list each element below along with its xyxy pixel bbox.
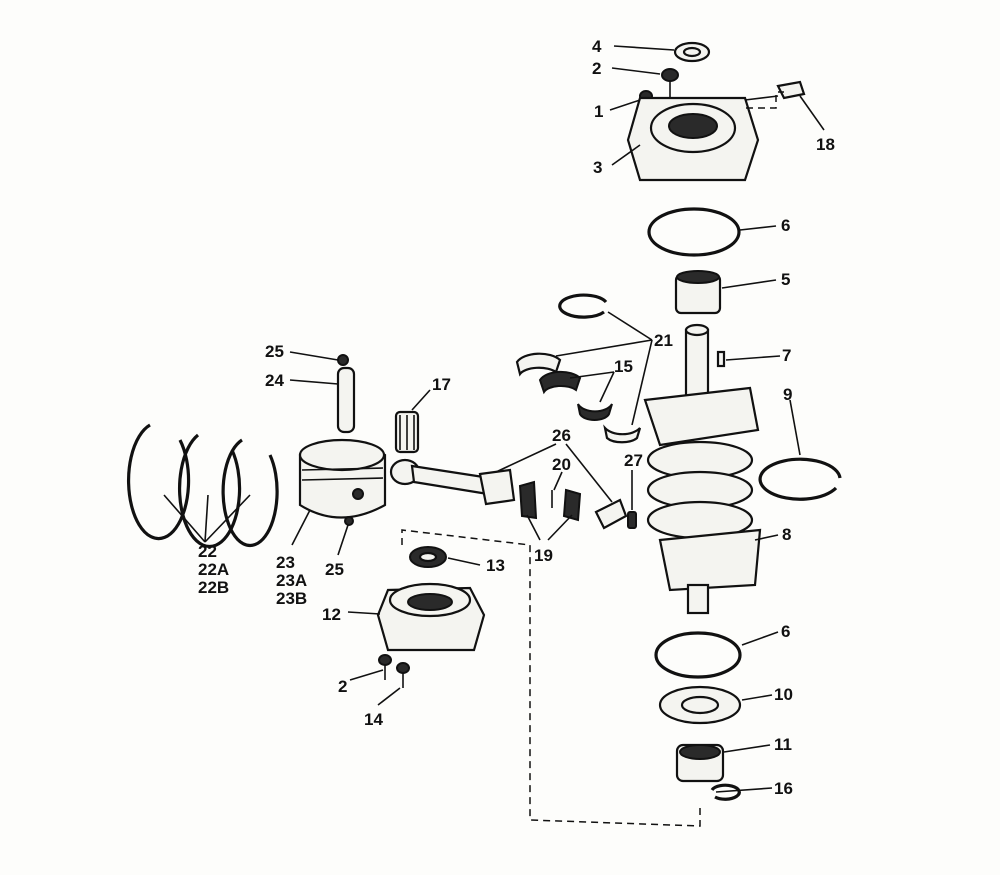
- seal-part-4: [673, 41, 711, 63]
- callout-7: 7: [782, 346, 791, 365]
- seal-part-13: [409, 546, 447, 568]
- piston-rings-part-22: [126, 423, 279, 549]
- callout-17: 17: [432, 375, 451, 394]
- rod-cap-part-26: [594, 498, 628, 530]
- screw-part-2-upper: [661, 68, 679, 97]
- callout-8: 8: [782, 525, 791, 544]
- thrust-washer-part-10: [658, 685, 742, 725]
- callout-19: 19: [534, 546, 553, 565]
- connecting-rod: [389, 458, 516, 506]
- needle-bearing-part-5: [674, 270, 722, 315]
- callout-25-lower: 25: [325, 560, 344, 579]
- callout-5: 5: [781, 270, 790, 289]
- callout-9: 9: [783, 385, 792, 404]
- screw-part-27: [627, 511, 637, 529]
- o-ring-part-6-upper: [647, 207, 741, 257]
- callout-6-lower: 6: [781, 622, 790, 641]
- lock-ring-part-25-lower: [344, 516, 354, 526]
- screw-part-2-lower: [378, 654, 392, 680]
- callout-16: 16: [774, 779, 793, 798]
- callout-14: 14: [364, 710, 383, 729]
- lower-bearing-housing-part-12: [376, 582, 486, 652]
- callout-2-upper: 2: [592, 59, 601, 78]
- callout-11: 11: [774, 735, 792, 754]
- key-part-7: [716, 350, 726, 368]
- callout-2-lower: 2: [338, 677, 347, 696]
- callout-1: 1: [594, 102, 603, 121]
- callout-22: 22: [198, 542, 217, 561]
- upper-bearing-housing-part-3: [626, 95, 779, 182]
- callout-12: 12: [322, 605, 341, 624]
- retaining-ring-part-9: [758, 457, 842, 501]
- o-ring-part-6-lower: [654, 631, 742, 679]
- callout-23: 23: [276, 553, 295, 572]
- callout-13: 13: [486, 556, 505, 575]
- callout-27: 27: [624, 451, 643, 470]
- piston-part-23: [298, 438, 387, 519]
- callout-labels: 4 2 1 3 18 6 5 21 7 15 9 17 25 24 26 20 …: [198, 37, 835, 798]
- callout-4: 4: [592, 37, 602, 56]
- bearing-cage-part-15: [538, 370, 613, 421]
- callout-24: 24: [265, 371, 284, 390]
- callout-23b: 23B: [276, 589, 307, 608]
- callout-25-upper: 25: [265, 342, 284, 361]
- callout-20: 20: [552, 455, 571, 474]
- retainer-ring-part-21: [515, 293, 642, 444]
- callout-23a: 23A: [276, 571, 307, 590]
- crankshaft-part-8: [643, 323, 762, 615]
- leader-lines: [163, 45, 825, 793]
- callout-15: 15: [614, 357, 633, 376]
- callout-26: 26: [552, 426, 571, 445]
- piston-pin-part-24: [336, 366, 356, 434]
- lock-ring-part-25-upper: [337, 354, 349, 366]
- callout-10: 10: [774, 685, 793, 704]
- bearing-cage-part-19: [518, 480, 582, 522]
- ball-bearing-part-11: [675, 743, 725, 783]
- callout-6-upper: 6: [781, 216, 790, 235]
- callout-21: 21: [654, 331, 673, 350]
- callout-22b: 22B: [198, 578, 229, 597]
- callout-3: 3: [593, 158, 602, 177]
- callout-22a: 22A: [198, 560, 229, 579]
- needle-bearing-part-17: [394, 410, 420, 454]
- assembly-dashed-line: [401, 529, 701, 827]
- callout-18: 18: [816, 135, 835, 154]
- clip-part-18: [746, 80, 806, 109]
- screw-part-14: [396, 662, 410, 688]
